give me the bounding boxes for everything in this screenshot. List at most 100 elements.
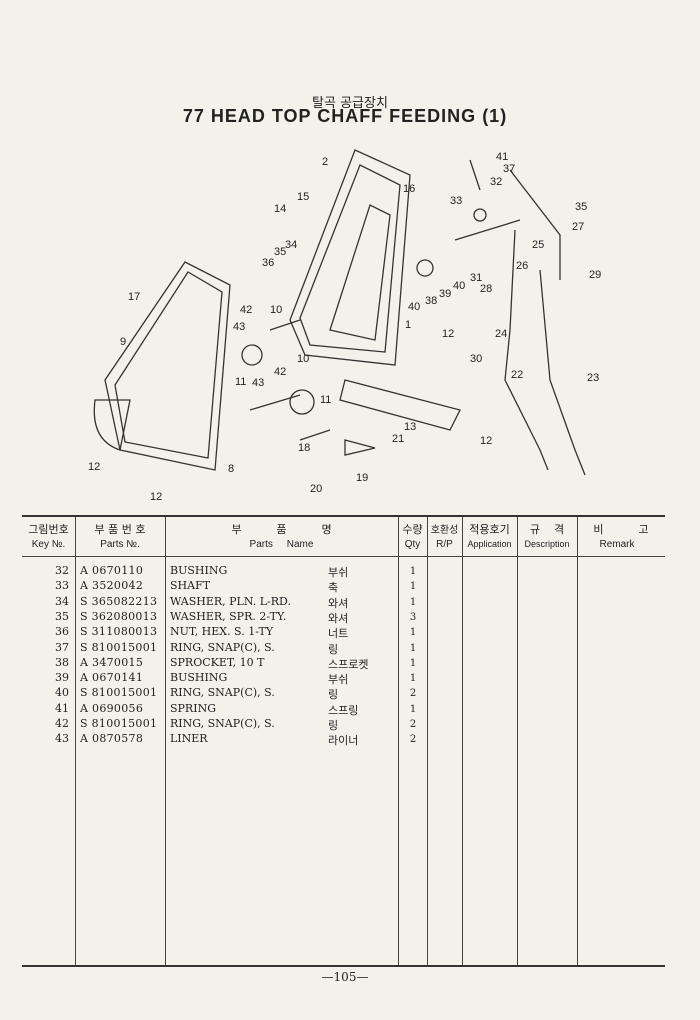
callout: 9 — [120, 336, 126, 348]
cell-part-no: S 810015001 — [80, 686, 158, 700]
cell-name: BUSHING — [170, 564, 228, 577]
callout: 18 — [298, 442, 310, 454]
header-qty-en: Qty — [404, 539, 421, 550]
callout: 12 — [480, 435, 492, 447]
cell-qty: 2 — [409, 734, 417, 746]
callout: 32 — [490, 176, 502, 188]
callout: 25 — [532, 239, 544, 251]
callout: 36 — [262, 257, 274, 269]
callout: 40 — [453, 280, 465, 292]
cell-part-no: S 311080013 — [80, 625, 158, 639]
cell-part-no: A 0690056 — [80, 701, 144, 715]
callout: 33 — [450, 195, 462, 207]
header-application-ko: 적용호기 — [469, 523, 510, 536]
page-number: —105— — [321, 970, 369, 984]
callout: 17 — [128, 291, 140, 303]
cell-name-ko: 링 — [328, 719, 339, 732]
diagram-drawing — [93, 149, 586, 476]
cell-name-ko: 부쉬 — [328, 673, 349, 687]
cell-part-no: A 0670110 — [80, 564, 144, 577]
cell-name: SPRING — [170, 701, 216, 715]
cell-qty: 1 — [409, 673, 417, 685]
callout: 43 — [252, 377, 264, 389]
cell-part-no: A 3520042 — [80, 579, 144, 593]
callout: 19 — [356, 472, 368, 484]
callout: 21 — [392, 433, 404, 445]
korean-title: 탈곡 공급장치 — [312, 96, 388, 111]
cell-key: 43 — [55, 732, 69, 746]
callout: 24 — [495, 328, 507, 340]
cell-name-ko: 와셔 — [328, 611, 349, 625]
header-remark-en: Remark — [599, 539, 635, 550]
callout: 27 — [572, 221, 584, 233]
table-row: 43 A 0870578 LINER 라이너 2 — [22, 732, 665, 747]
callout: 22 — [511, 369, 523, 381]
callout: 20 — [310, 483, 322, 495]
cell-part-no: A 3470015 — [80, 655, 144, 669]
cell-name: BUSHING — [170, 671, 228, 685]
callout: 14 — [274, 203, 286, 215]
cell-part-no: A 0870578 — [80, 732, 144, 746]
cell-part-no: S 810015001 — [80, 717, 158, 730]
cell-name-ko: 링 — [328, 642, 339, 656]
header-description-en: Description — [524, 539, 570, 549]
cell-qty: 3 — [409, 611, 417, 623]
cell-name-ko: 라이너 — [328, 734, 359, 748]
callout: 2 — [322, 156, 328, 168]
header-partno-ko: 부 품 번 호 — [94, 523, 146, 536]
cell-qty: 2 — [409, 688, 417, 700]
cell-qty: 1 — [409, 627, 417, 639]
cell-name: NUT, HEX. S. 1-TY — [170, 625, 274, 639]
cell-name-ko: 스프로켓 — [328, 657, 369, 671]
cell-qty: 2 — [409, 719, 417, 730]
header-rp-en: R/P — [436, 539, 453, 550]
callout: 1 — [405, 319, 411, 331]
cell-name-ko: 와셔 — [328, 596, 349, 610]
header-partno-en: Parts №. — [100, 539, 140, 550]
cell-name: WASHER, SPR. 2-TY. — [170, 609, 287, 623]
callout: 10 — [270, 304, 282, 316]
cell-name: RING, SNAP(C), S. — [170, 686, 275, 700]
callout: 13 — [404, 421, 416, 433]
callout: 40 — [408, 301, 420, 313]
callout: 11 — [235, 376, 246, 388]
callout: 39 — [439, 288, 451, 300]
cell-key: 41 — [55, 701, 69, 715]
cell-key: 33 — [55, 579, 69, 593]
cell-part-no: S 810015001 — [80, 640, 158, 654]
cell-key: 39 — [55, 671, 69, 685]
cell-qty: 1 — [409, 657, 417, 669]
callout: 31 — [470, 272, 482, 284]
parts-table: 그림번호 Key №. 부 품 번 호 Parts №. 부 품 명 Parts… — [22, 515, 665, 967]
cell-name: LINER — [170, 732, 208, 746]
cell-qty: 1 — [409, 596, 417, 608]
cell-key: 35 — [55, 609, 69, 623]
callout: 16 — [403, 183, 415, 195]
page-title: 77 HEAD TOP CHAFF FEEDING (1) — [182, 106, 508, 126]
header-key-en: Key №. — [31, 539, 66, 550]
cell-key: 37 — [55, 640, 69, 654]
callout: 35 — [575, 201, 587, 213]
callout-labels: 2 16 41 37 32 33 35 15 14 34 35 36 27 25… — [88, 151, 601, 503]
callout: 38 — [425, 295, 437, 307]
callout: 8 — [228, 463, 234, 475]
callout: 35 — [274, 246, 286, 258]
header-application-en: Application — [467, 539, 512, 549]
cell-name: RING, SNAP(C), S. — [170, 717, 275, 730]
callout: 34 — [285, 239, 297, 251]
cell-name-ko: 부쉬 — [328, 566, 349, 579]
cell-name-ko: 너트 — [328, 627, 349, 641]
cell-key: 34 — [55, 594, 69, 608]
cell-qty: 1 — [409, 566, 417, 577]
callout: 29 — [589, 269, 601, 281]
cell-name: SPROCKET, 10 T — [170, 655, 265, 669]
